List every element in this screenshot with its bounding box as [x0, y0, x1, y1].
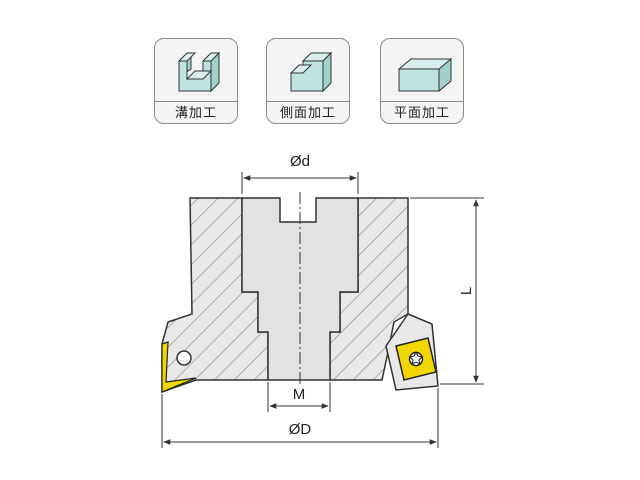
dim-outer-label: ØD — [289, 421, 312, 438]
op-label-face: 平面加工 — [393, 105, 450, 120]
side-machining-icon — [289, 51, 333, 93]
card-divider — [267, 101, 349, 102]
face-machining-icon — [397, 57, 453, 93]
op-label-side: 側面加工 — [279, 105, 336, 120]
op-card-slot: 溝加工 — [154, 38, 238, 124]
insert-edge-left — [161, 341, 197, 393]
screw-hole — [176, 350, 192, 366]
op-card-face: 平面加工 — [380, 38, 464, 124]
dim-height-label: L — [458, 287, 475, 295]
dim-thread-label: M — [293, 386, 306, 403]
op-card-side: 側面加工 — [266, 38, 350, 124]
dim-bore-label: Ød — [290, 153, 310, 170]
slot-machining-icon — [177, 51, 221, 93]
op-label-slot: 溝加工 — [174, 105, 217, 120]
card-divider — [155, 101, 237, 102]
cutting-insert-icon — [395, 337, 437, 381]
card-divider — [381, 101, 463, 102]
